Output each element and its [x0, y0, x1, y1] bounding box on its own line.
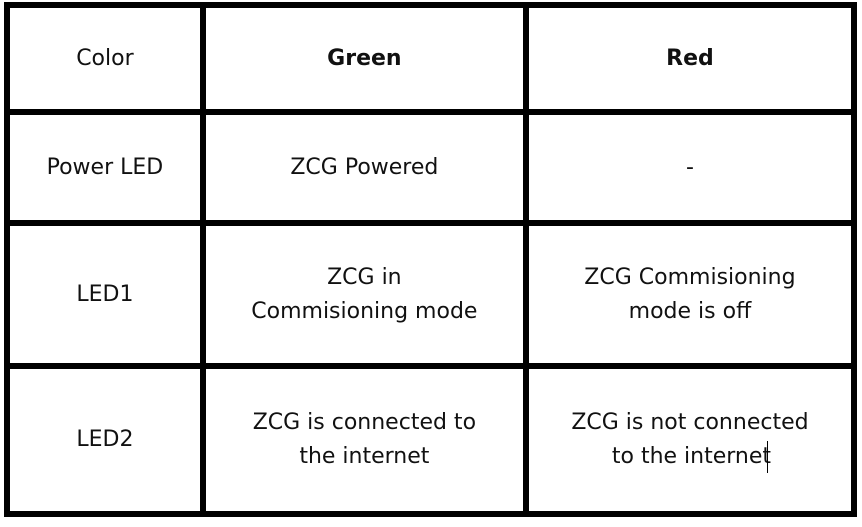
- table-row: LED1 ZCG in Commisioning mode ZCG Commis…: [4, 220, 858, 369]
- cell-line: ZCG is not connected: [571, 410, 809, 435]
- green-cell: ZCG Powered: [199, 109, 529, 226]
- text-cursor: [767, 441, 769, 473]
- red-cell: -: [522, 109, 858, 226]
- header-color: Color: [4, 2, 206, 115]
- cell-line: to the internet: [529, 440, 851, 474]
- row-label: LED1: [4, 220, 206, 369]
- cell-line: Commisioning mode: [251, 298, 478, 324]
- cell-line: the internet: [299, 444, 430, 469]
- cell-line: ZCG is connected to: [252, 410, 477, 435]
- header-red: Red: [522, 2, 858, 115]
- row-label: Power LED: [4, 109, 206, 226]
- header-green: Green: [199, 2, 529, 115]
- red-cell: ZCG Commisioning mode is off: [522, 220, 858, 369]
- green-cell: ZCG is connected to the internet: [199, 363, 529, 517]
- cell-line: ZCG Commisioning: [584, 264, 796, 290]
- table-row: Power LED ZCG Powered -: [4, 109, 858, 226]
- cell-line: mode is off: [628, 298, 752, 324]
- green-cell: ZCG in Commisioning mode: [199, 220, 529, 369]
- table-row: LED2 ZCG is connected to the internet ZC…: [4, 363, 858, 517]
- table-header-row: Color Green Red: [4, 2, 858, 115]
- cell-line: ZCG in: [327, 264, 402, 290]
- led-status-table: Color Green Red Power LED ZCG Powered - …: [4, 2, 858, 517]
- red-cell[interactable]: ZCG is not connected to the internet: [522, 363, 858, 517]
- row-label: LED2: [4, 363, 206, 517]
- cell-text: to the internet: [611, 444, 772, 469]
